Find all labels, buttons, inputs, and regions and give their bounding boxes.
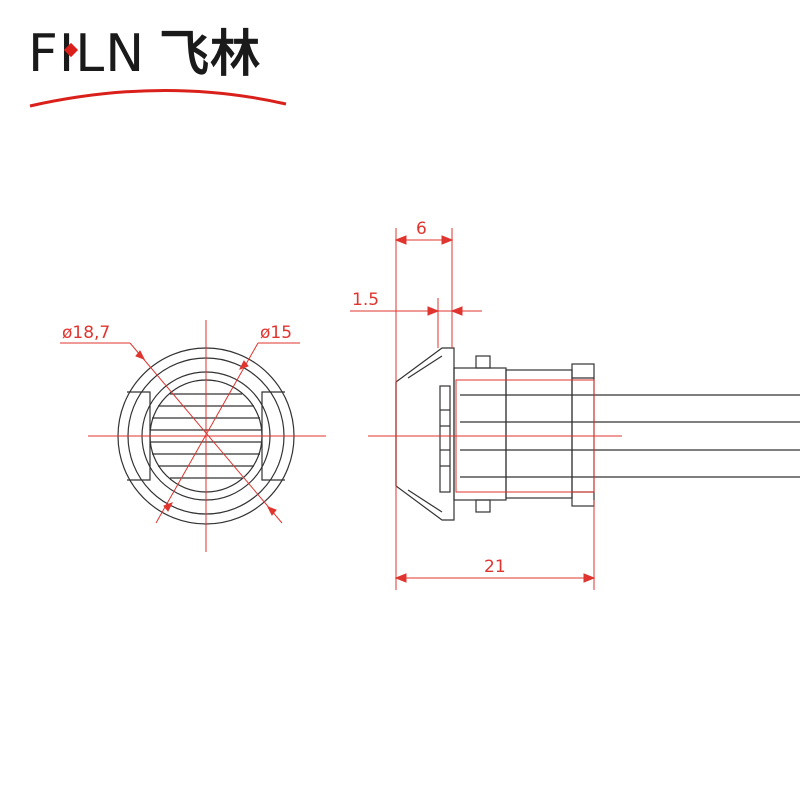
side-view xyxy=(395,347,800,521)
overall-length-label: 21 xyxy=(484,557,506,577)
arrow-18-a xyxy=(135,350,146,360)
brand-chinese: 飞林 xyxy=(159,25,262,83)
flange-label: 1.5 xyxy=(352,290,379,310)
diameter-18-leader xyxy=(129,342,283,524)
body-tab-top xyxy=(475,355,491,369)
body-collar xyxy=(453,367,507,501)
bezel-inner-edge xyxy=(407,355,443,513)
inner-diameter-label: ø15 xyxy=(260,323,292,343)
front-view-dimensions xyxy=(60,320,326,552)
wire-leads xyxy=(460,394,800,478)
bezel-cone xyxy=(395,347,455,521)
brand-swoosh xyxy=(29,88,287,108)
arrow-15-b xyxy=(163,502,174,512)
side-view-dimensions xyxy=(350,228,622,590)
arrow-15-a xyxy=(238,360,249,370)
body-tab-bottom xyxy=(475,499,491,513)
arrow-18-b xyxy=(266,506,277,516)
brand-word: FILN xyxy=(28,24,146,84)
body-main xyxy=(505,369,573,499)
outer-diameter-label: ø18,7 xyxy=(62,323,110,343)
diameter-15-leader xyxy=(155,342,259,524)
body-end-cap xyxy=(571,363,595,507)
top-width-label: 6 xyxy=(416,219,427,239)
lens-insert xyxy=(439,385,451,493)
body-highlight xyxy=(455,379,595,493)
logo-diamond xyxy=(63,42,79,58)
